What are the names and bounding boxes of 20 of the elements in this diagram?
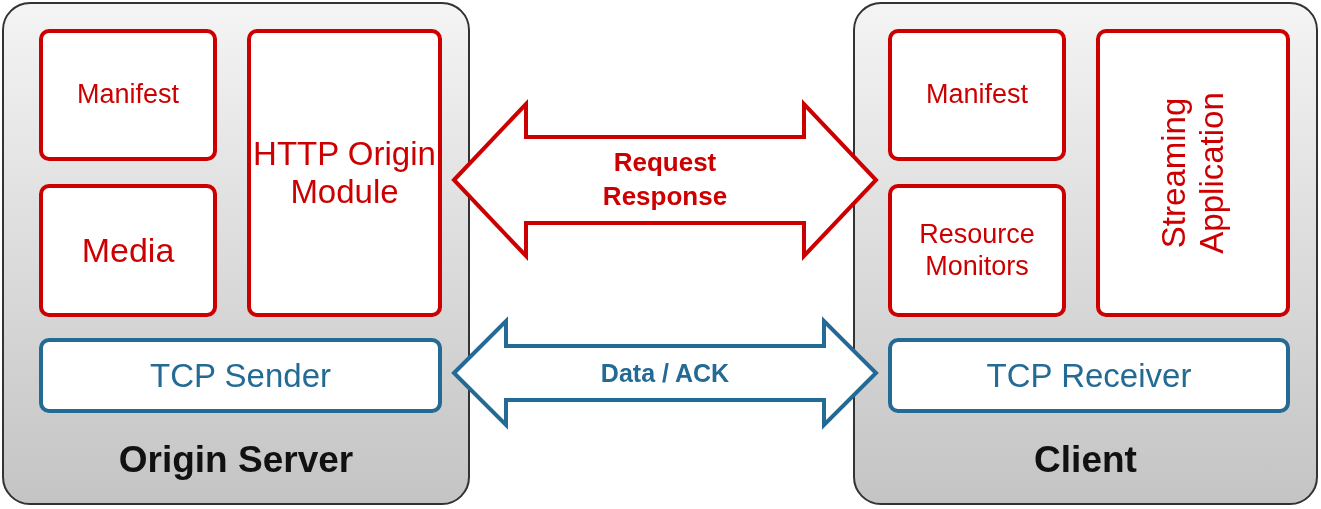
component-box [888,29,1066,161]
component-box [39,338,442,413]
component-box [888,338,1290,413]
component-label: HTTP Origin Module [252,135,437,211]
component-label: Manifest [76,79,179,111]
system-panel [2,2,470,505]
component-box [1096,29,1290,317]
component-label: Media [81,230,175,271]
component-box [888,184,1066,317]
component-box [39,184,217,317]
component-label: TCP Receiver [986,356,1192,395]
system-panel [853,2,1318,505]
component-label: Streaming Application [1155,91,1231,256]
component-box [247,29,442,317]
component-box [39,29,217,161]
component-label: TCP Sender [150,356,331,395]
panel-title: Client [1033,439,1138,481]
component-label: Manifest [925,79,1028,111]
component-label: Resource Monitors [918,219,1036,282]
panel-title: Origin Server [117,439,355,481]
